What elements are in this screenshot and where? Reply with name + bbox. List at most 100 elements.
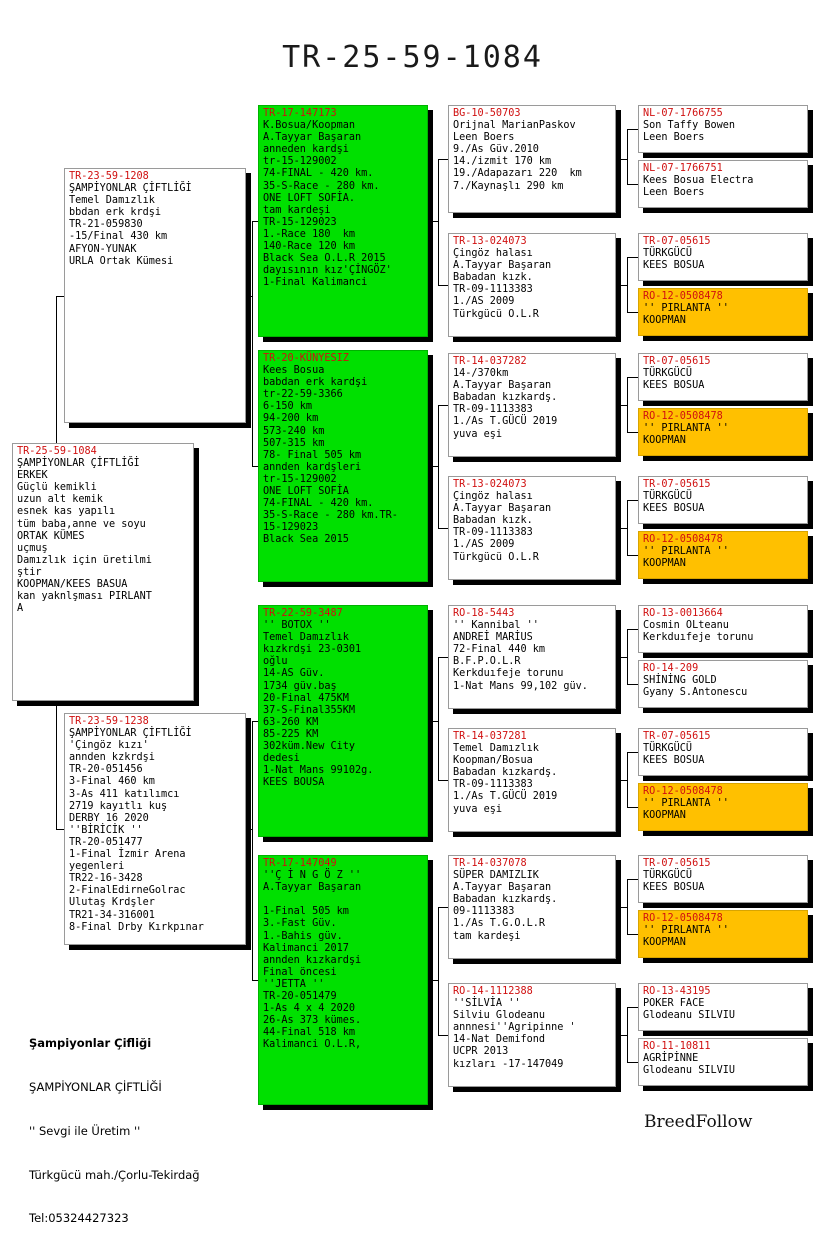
connector-line — [627, 879, 638, 880]
card-line: 26-As 373 kümes. — [263, 1015, 362, 1027]
ring-id: TR-23-59-1238 — [69, 716, 149, 727]
card-line: 1-Final Kalimanci — [263, 277, 368, 289]
ring-id: TR-14-037282 — [453, 356, 527, 367]
card-line: ŞAMPİYONLAR ÇİFTLİĞİ — [69, 183, 192, 195]
card-line: tam kardeşi — [453, 930, 521, 942]
card-line: Kalimanci 2017 — [263, 942, 349, 954]
connector-line — [438, 405, 448, 406]
connector-line — [252, 721, 258, 722]
card-line: 2-FinalEdirneGolrac — [69, 885, 186, 897]
card-line: Kees Bosua Electra — [643, 175, 754, 187]
card-line: ''JETTA '' — [263, 978, 325, 990]
connector-line — [252, 221, 258, 222]
card-line: 1-Final 505 km — [263, 906, 349, 918]
connector-line — [616, 405, 627, 406]
card-line: yuva eşi — [453, 428, 503, 440]
card-line: A — [17, 603, 24, 615]
connector-line — [246, 295, 252, 297]
card-line: A.Tayyar Başaran — [263, 882, 362, 894]
connector-line — [627, 684, 638, 685]
connector-line — [252, 721, 253, 980]
card-line: Son Taffy Bowen — [643, 120, 736, 132]
card-line: Silviu Glodeanu — [453, 1010, 546, 1022]
card-line: 3-As 411 katılımcı — [69, 788, 180, 800]
pedigree-card-g4_4[interactable]: RO-12-0508478'' PIRLANTA ''KOOPMAN — [638, 288, 808, 336]
pedigree-card-g4_6[interactable]: RO-12-0508478'' PIRLANTA ''KOOPMAN — [638, 408, 808, 456]
breedfollow-logo: BreedFollow — [644, 1112, 753, 1132]
card-line: Damızlık için üretilmi — [17, 554, 152, 566]
card-line: Babadan kızk. — [453, 272, 533, 284]
ring-id: BG-10-50703 — [453, 108, 521, 119]
connector-line — [438, 159, 439, 285]
pedigree-card-g2_4[interactable]: TR-17-147049''Ç İ N G Ö Z ''A.Tayyar Baş… — [258, 855, 428, 1105]
connector-line — [438, 1035, 448, 1036]
ring-id: TR-25-59-1084 — [17, 446, 97, 457]
card-line: Kerkduıfeje torunu — [453, 668, 564, 680]
connector-line — [616, 1035, 627, 1036]
card-line: Cosmin OLteanu — [643, 620, 729, 632]
card-line: Leen Boers — [643, 187, 705, 199]
connector-line — [616, 159, 627, 160]
card-line: tr-15-129002 — [263, 156, 337, 168]
breeder-name: Şampiyonlar Çifliği — [29, 1036, 152, 1051]
card-line: URLA Ortak Kümesi — [69, 255, 174, 267]
ring-id: RO-11-10811 — [643, 1041, 711, 1052]
card-line: 14-/370km — [453, 368, 509, 380]
card-line: KEES BOSUA — [643, 503, 705, 515]
pedigree-card-g4_12[interactable]: RO-12-0508478'' PIRLANTA ''KOOPMAN — [638, 783, 808, 831]
connector-line — [627, 432, 638, 433]
card-line: esnek kas yapılı — [17, 506, 116, 518]
card-line: 507-315 km — [263, 437, 325, 449]
ring-id: TR-17-147173 — [263, 108, 337, 119]
pedigree-card-g4_14[interactable]: RO-12-0508478'' PIRLANTA ''KOOPMAN — [638, 910, 808, 958]
card-line: Kees Bosua — [263, 365, 325, 377]
connector-line — [252, 221, 253, 466]
card-line: yegenleri — [69, 861, 125, 873]
connector-line — [627, 629, 638, 630]
card-line: uçmuş — [17, 542, 48, 554]
card-line: Çingöz halası — [453, 248, 533, 260]
connector-line — [627, 629, 628, 684]
card-line: 44-Final 518 km — [263, 1027, 356, 1039]
card-line: 3-Final 460 km — [69, 776, 155, 788]
card-line: Ulutaş Krdşler — [69, 897, 155, 909]
card-line: Babadan kızkardş. — [453, 767, 558, 779]
connector-line — [438, 907, 439, 1035]
pedigree-card-g4_8[interactable]: RO-12-0508478'' PIRLANTA ''KOOPMAN — [638, 531, 808, 579]
connector-line — [627, 257, 628, 312]
card-line: ERKEK — [17, 470, 48, 482]
card-line: kızları -17-147049 — [453, 1058, 564, 1070]
card-line: 14-Nat Demifond — [453, 1034, 546, 1046]
card-line: 14-AS Güv. — [263, 668, 325, 680]
card-line: KEES BOUSA — [263, 777, 325, 789]
breeder-farm: ŞAMPİYONLAR ÇİFTLİĞİ — [29, 1079, 162, 1094]
card-line: TÜRKGÜCÜ — [643, 248, 693, 260]
card-line: 78- Final 505 km — [263, 449, 362, 461]
card-line: A.Tayyar Başaran — [453, 380, 552, 392]
